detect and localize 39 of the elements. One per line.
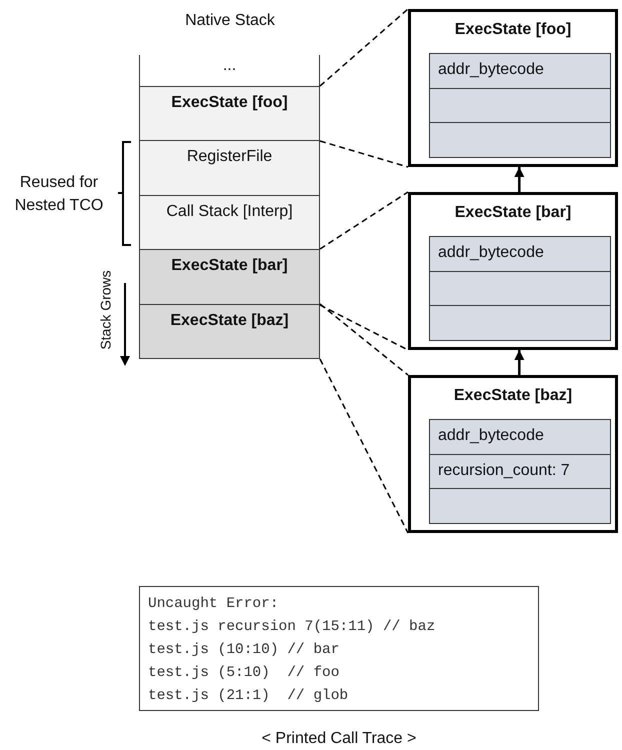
field-row: addr_bytecode bbox=[429, 236, 611, 272]
trace-line: test.js (10:10) // bar bbox=[148, 641, 340, 660]
zoom-line bbox=[320, 191, 408, 250]
trace-line: test.js recursion 7(15:11) // baz bbox=[148, 618, 436, 637]
empty-field-row bbox=[429, 122, 611, 158]
empty-field-row bbox=[429, 305, 611, 340]
zoom-line bbox=[320, 140, 408, 168]
empty-field-row bbox=[429, 88, 611, 123]
stack-frame-cell: RegisterFile bbox=[139, 140, 320, 196]
stack-frame-cell: ExecState [foo] bbox=[139, 86, 320, 141]
exec-state-box bbox=[408, 375, 618, 533]
empty-field-row bbox=[429, 270, 611, 306]
zoom-line bbox=[320, 303, 408, 376]
side-label: Reused for Nested TCO bbox=[14, 173, 104, 216]
zoom-line bbox=[320, 8, 408, 87]
trace-line: test.js (5:10) // foo bbox=[148, 664, 340, 683]
empty-field-row bbox=[429, 488, 611, 524]
stack-frame-cell: ... bbox=[139, 55, 320, 86]
box-title: ExecState [foo] bbox=[454, 21, 572, 39]
arrow bbox=[514, 350, 524, 375]
field-row: addr_bytecode bbox=[429, 419, 611, 454]
stack-frame-cell: Call Stack [Interp] bbox=[139, 195, 320, 250]
exec-state-box bbox=[408, 9, 618, 167]
box-title: ExecState [baz] bbox=[452, 387, 574, 405]
trace-line: test.js (21:1) // glob bbox=[148, 687, 350, 706]
field-row: addr_bytecode bbox=[429, 53, 611, 88]
zoom-line bbox=[320, 304, 408, 351]
stack-frame-cell: ExecState [baz] bbox=[139, 304, 320, 359]
caption: < Printed Call Trace > bbox=[260, 730, 418, 748]
call-trace-box bbox=[139, 586, 539, 711]
direction-label: Stack Grows bbox=[98, 270, 114, 350]
zoom-line bbox=[319, 358, 409, 534]
title: Native Stack bbox=[184, 12, 276, 30]
arrow bbox=[514, 167, 524, 192]
exec-state-box bbox=[408, 192, 618, 350]
field-row: recursion_count: 7 bbox=[429, 454, 611, 489]
box-title: ExecState [bar] bbox=[454, 204, 572, 222]
stack-frame-cell: ExecState [bar] bbox=[139, 249, 320, 305]
trace-line: Uncaught Error: bbox=[148, 595, 280, 614]
